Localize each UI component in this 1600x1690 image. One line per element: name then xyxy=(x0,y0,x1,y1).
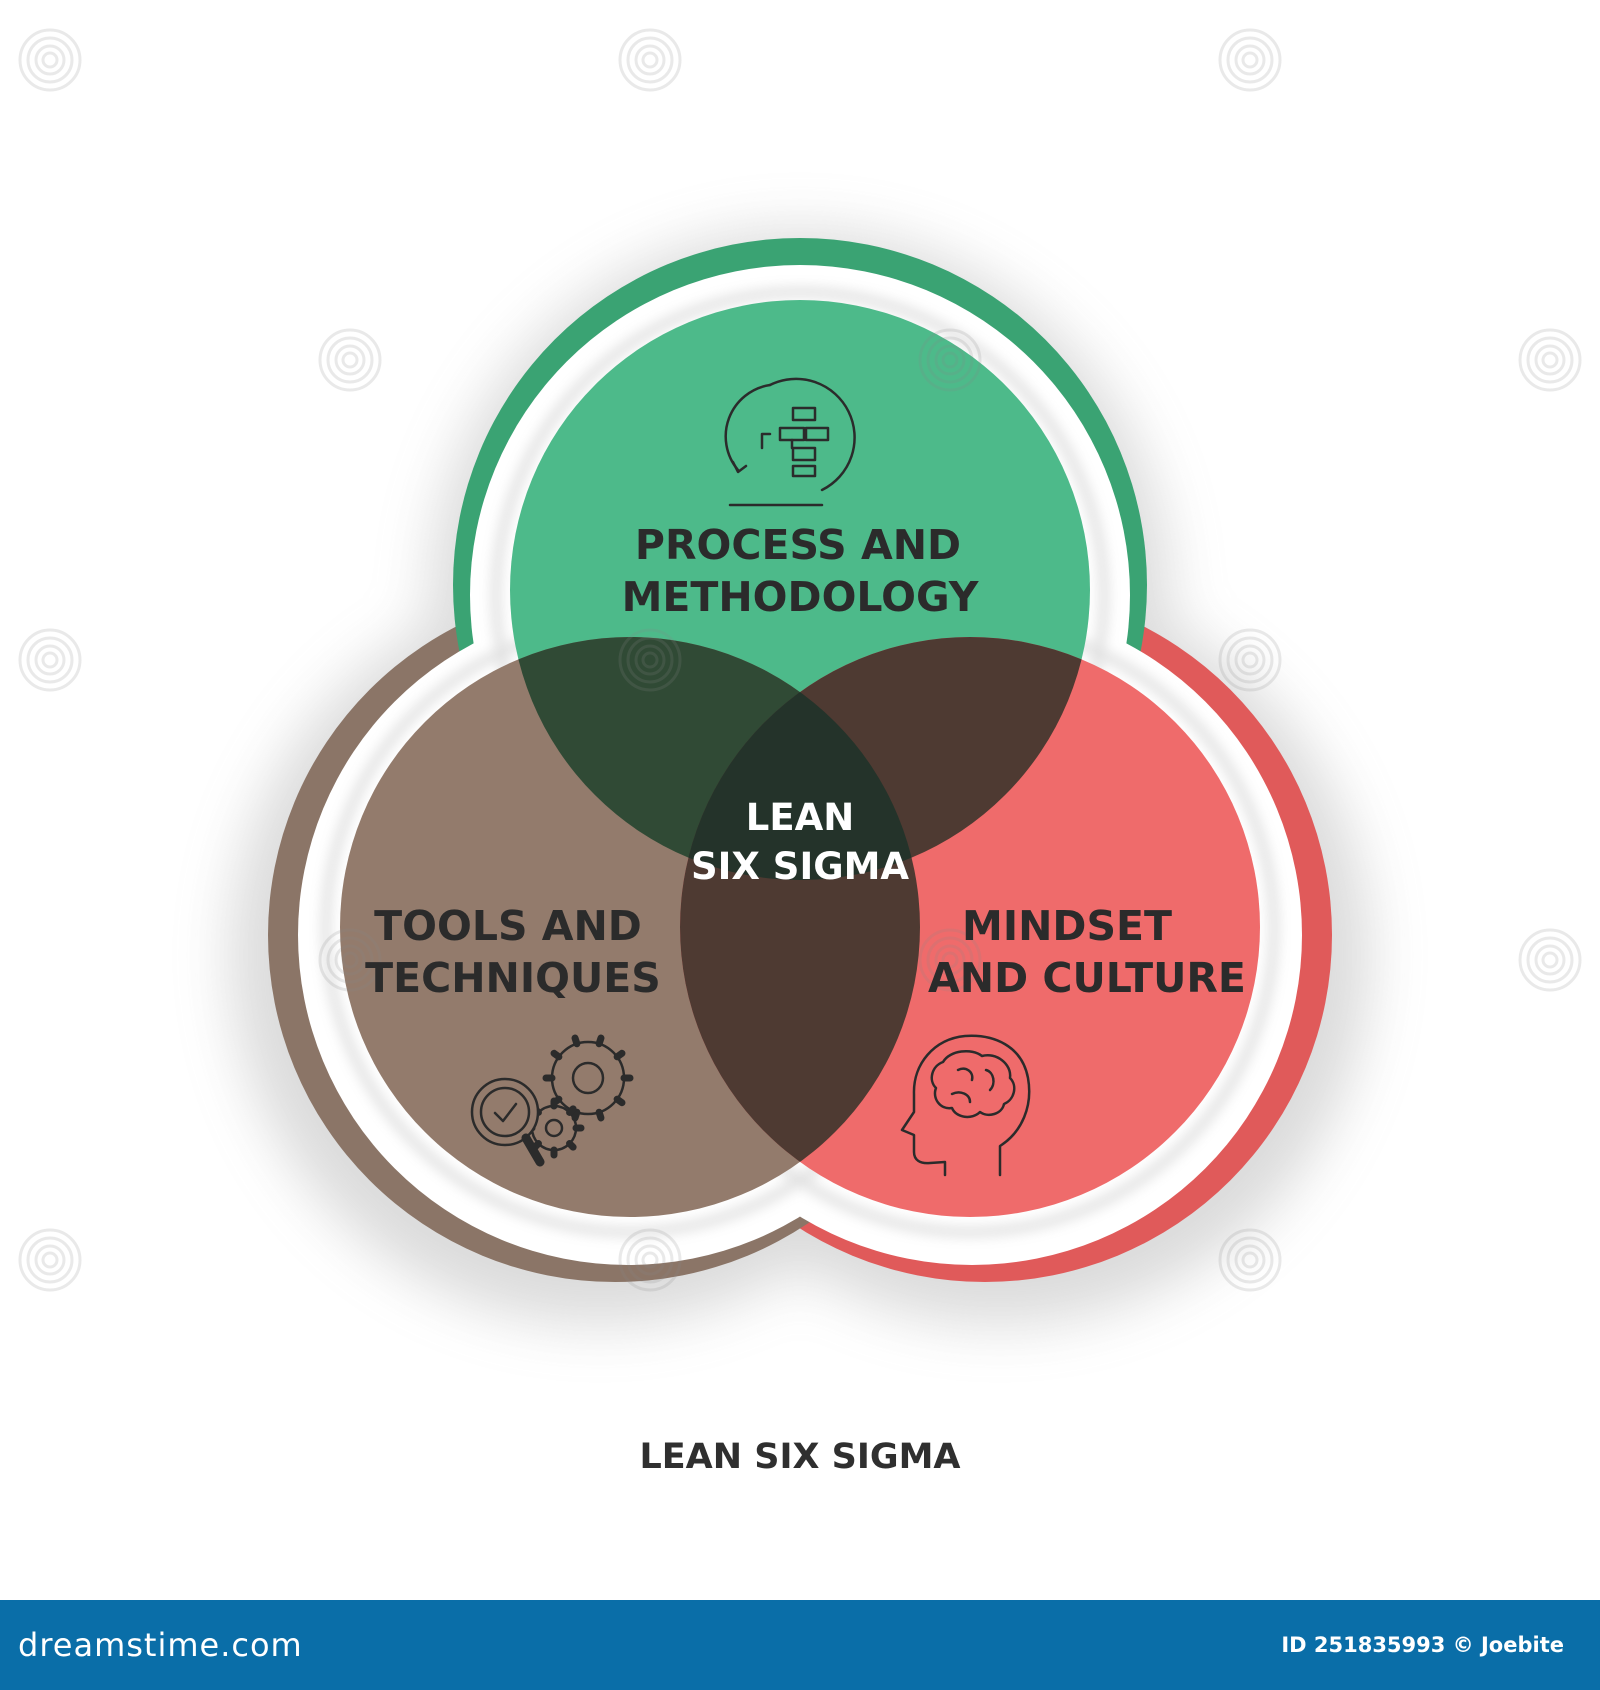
brain-head-icon xyxy=(900,1034,1031,1177)
diagram-caption: LEAN SIX SIGMA xyxy=(639,1437,960,1477)
watermark-layer xyxy=(18,28,1582,1292)
watermark-spiral-icon xyxy=(1518,328,1582,392)
footer-site-name[interactable]: dreamstime.com xyxy=(18,1626,303,1664)
watermark-spiral-icon xyxy=(618,1228,682,1292)
gear-tooth xyxy=(613,1049,626,1061)
gear-tooth xyxy=(613,1095,626,1107)
process-flow-icon xyxy=(724,377,856,507)
process-label-line1: PROCESS AND xyxy=(635,521,961,569)
center-overlap xyxy=(680,637,920,880)
gear-tooth xyxy=(595,1108,605,1122)
watermark-spiral-icon xyxy=(18,628,82,692)
watermark-spiral-icon xyxy=(618,628,682,692)
tools-label-line1: TOOLS AND xyxy=(374,902,642,950)
gear-tooth xyxy=(571,1034,581,1048)
gear-tooth xyxy=(566,1140,577,1151)
gear-tooth xyxy=(571,1108,581,1122)
watermark-spiral-icon xyxy=(18,1228,82,1292)
mindset-label-line2: AND CULTURE xyxy=(928,954,1246,1002)
gear-tooth xyxy=(566,1105,577,1116)
watermark-spiral-icon xyxy=(1218,628,1282,692)
watermark-spiral-icon xyxy=(1518,928,1582,992)
center-label-line1: LEAN xyxy=(746,796,854,839)
footer-image-credit: ID 251835993 © Joebite xyxy=(1281,1633,1564,1657)
center-label-line2: SIX SIGMA xyxy=(691,845,909,888)
watermark-spiral-icon xyxy=(618,28,682,92)
watermark-spiral-icon xyxy=(318,928,382,992)
footer-bar: dreamstime.com ID 251835993 © Joebite xyxy=(0,1600,1600,1690)
process-label-line2: METHODOLOGY xyxy=(622,573,980,621)
lean-six-sigma-venn-diagram: PROCESS AND METHODOLOGY TOOLS AND TECHNI… xyxy=(18,28,1582,1477)
gear-tooth xyxy=(595,1034,605,1048)
watermark-spiral-icon xyxy=(918,928,982,992)
watermark-spiral-icon xyxy=(1218,1228,1282,1292)
watermark-spiral-icon xyxy=(318,328,382,392)
watermark-spiral-icon xyxy=(1218,28,1282,92)
gears-magnifier-icon xyxy=(470,1034,634,1167)
gear-tooth xyxy=(550,1049,563,1061)
watermark-spiral-icon xyxy=(18,28,82,92)
watermark-spiral-icon xyxy=(918,328,982,392)
mindset-label-line1: MINDSET xyxy=(962,902,1172,950)
tools-label-line2: TECHNIQUES xyxy=(365,954,661,1002)
